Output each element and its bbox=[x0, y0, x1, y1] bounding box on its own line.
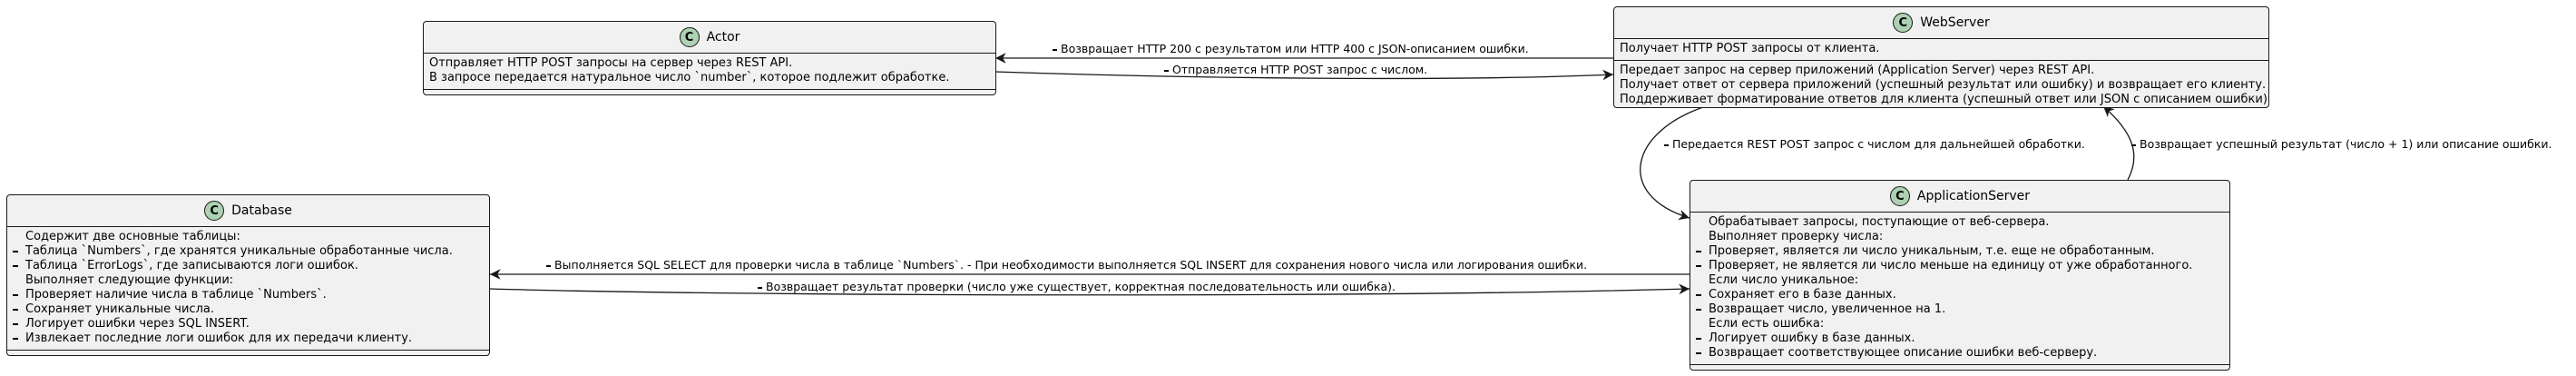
edge-actor-to-web bbox=[994, 69, 1614, 81]
field-line: Если есть ошибка: bbox=[1709, 317, 1825, 331]
field-line: Проверяет наличие числа в таблице `Numbe… bbox=[13, 288, 484, 302]
field-line: Обрабатывает запросы, поступающие от веб… bbox=[1709, 215, 2050, 229]
class-title: Database bbox=[231, 203, 292, 218]
field-line: Сохраняет уникальные числа. bbox=[13, 302, 484, 317]
field-line: Таблица `ErrorLogs`, где записываются ло… bbox=[13, 259, 484, 273]
class-applicationserver[interactable]: C ApplicationServer Обрабатывает запросы… bbox=[1690, 180, 2230, 371]
method-line: Получает ответ от сервера приложений (ус… bbox=[1620, 78, 2267, 92]
field-line: Извлекает последние логи ошибок для их п… bbox=[13, 331, 484, 346]
class-header: C WebServer bbox=[1614, 7, 2268, 39]
class-circle-icon: C bbox=[1889, 186, 1910, 206]
label-actor-to-web: Отправляется HTTP POST запрос с числом. bbox=[1164, 63, 1427, 76]
class-methods bbox=[1690, 365, 2229, 371]
class-fields: Обрабатывает запросы, поступающие от веб… bbox=[1690, 213, 2229, 365]
field-line: Возвращает число, увеличенное на 1. bbox=[1696, 302, 2224, 317]
method-line: Поддерживает форматирование ответов для … bbox=[1620, 93, 2267, 106]
field-line: Выполняет проверку числа: bbox=[1709, 230, 1884, 243]
field-line: В запросе передается натуральное число `… bbox=[429, 71, 950, 84]
field-line: Таблица `Numbers`, где хранятся уникальн… bbox=[13, 244, 484, 259]
label-app-to-web: Возвращает успешный результат (число + 1… bbox=[2131, 137, 2552, 151]
field-line: Сохраняет его в базе данных. bbox=[1696, 288, 2224, 302]
field-line: Отправляет HTTP POST запросы на сервер ч… bbox=[429, 56, 793, 70]
field-line: Логирует ошибки через SQL INSERT. bbox=[13, 317, 484, 331]
class-title: ApplicationServer bbox=[1916, 189, 2031, 203]
class-circle-icon: C bbox=[204, 201, 225, 221]
class-methods bbox=[7, 351, 489, 356]
class-header: C Database bbox=[7, 195, 489, 227]
label-app-to-db: Выполняется SQL SELECT для проверки числ… bbox=[546, 258, 1587, 272]
field-line: Проверяет, является ли число уникальным,… bbox=[1696, 244, 2224, 259]
field-line: Возвращает соответствующее описание ошиб… bbox=[1696, 346, 2224, 361]
label-web-to-app: Передается REST POST запрос с числом для… bbox=[1664, 137, 2085, 151]
class-title: Actor bbox=[706, 30, 740, 45]
label-db-to-app: Возвращает результат проверки (число уже… bbox=[758, 280, 1396, 293]
class-methods bbox=[424, 90, 995, 95]
edge-db-to-app bbox=[489, 283, 1690, 296]
field-line: Если число уникальное: bbox=[1709, 273, 1859, 287]
edge-web-to-app bbox=[1640, 105, 1707, 221]
class-actor[interactable]: C Actor Отправляет HTTP POST запросы на … bbox=[423, 21, 996, 95]
class-header: C Actor bbox=[424, 22, 995, 54]
edge-app-to-web bbox=[2102, 105, 2135, 181]
class-webserver[interactable]: C WebServer Получает HTTP POST запросы о… bbox=[1613, 6, 2269, 108]
class-methods: Передает запрос на сервер приложений (Ap… bbox=[1614, 61, 2268, 111]
field-line: Получает HTTP POST запросы от клиента. bbox=[1620, 42, 1880, 55]
class-title: WebServer bbox=[1920, 15, 1990, 30]
class-circle-icon: C bbox=[1893, 13, 1914, 33]
class-header: C ApplicationServer bbox=[1690, 181, 2229, 213]
field-line: Логирует ошибку в базе данных. bbox=[1696, 331, 2224, 346]
class-database[interactable]: C Database Содержит две основные таблицы… bbox=[6, 194, 490, 356]
field-line: Выполняет следующие функции: bbox=[25, 273, 234, 287]
class-fields: Получает HTTP POST запросы от клиента. bbox=[1614, 39, 2268, 61]
class-fields: Содержит две основные таблицы: Таблица `… bbox=[7, 227, 489, 351]
field-line: Проверяет, не является ли число меньше н… bbox=[1696, 259, 2224, 273]
field-line: Содержит две основные таблицы: bbox=[25, 230, 240, 243]
class-circle-icon: C bbox=[679, 27, 700, 47]
label-web-to-actor: Возвращает HTTP 200 с результатом или HT… bbox=[1053, 42, 1529, 55]
class-fields: Отправляет HTTP POST запросы на сервер ч… bbox=[424, 54, 995, 90]
method-line: Передает запрос на сервер приложений (Ap… bbox=[1620, 64, 2095, 77]
